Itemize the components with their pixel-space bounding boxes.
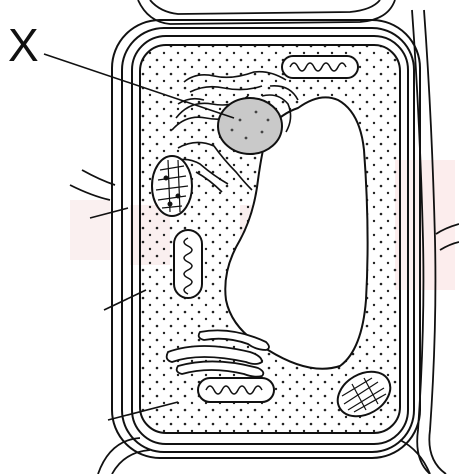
label-x: X <box>8 22 39 68</box>
mitochondrion-bottom <box>198 378 274 402</box>
chloroplast-left <box>152 156 192 216</box>
mitochondrion-left <box>174 230 202 298</box>
nucleus <box>218 98 282 154</box>
mitochondrion-top <box>282 56 358 78</box>
